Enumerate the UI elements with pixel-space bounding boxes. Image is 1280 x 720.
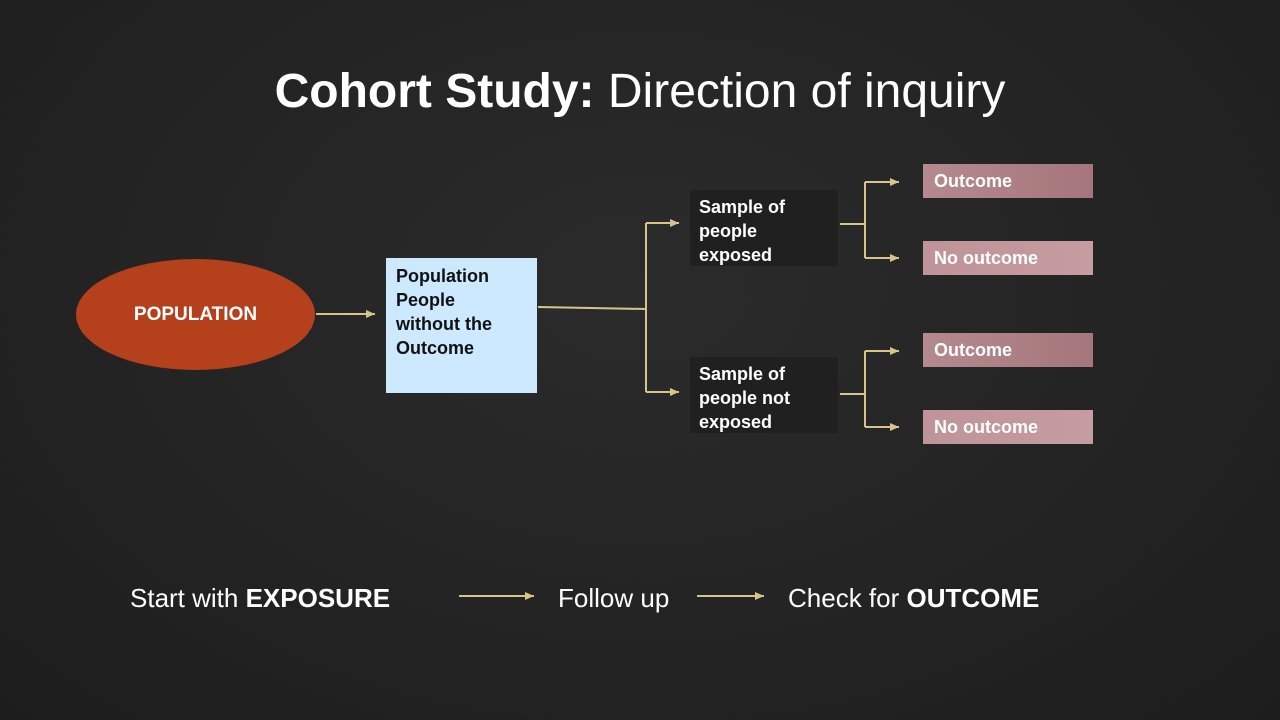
exposed-sample-line: people [699, 221, 758, 241]
exposed-sample-line: Sample of [699, 197, 786, 217]
footer-step1-bold: EXPOSURE [245, 583, 391, 613]
footer-step-exposure: Start with EXPOSURE [130, 582, 390, 614]
footer-step3-bold: OUTCOME [906, 583, 1040, 613]
footer-step3-prefix: Check for [788, 583, 907, 613]
connector-box-to-split [537, 306, 647, 310]
population-box-line: without the [396, 314, 492, 334]
no-outcome-label: No outcome [934, 247, 1039, 268]
unexposed-outcome-box: Outcome [923, 333, 1093, 367]
no-outcome-label: No outcome [934, 416, 1039, 437]
population-label: POPULATION [133, 303, 258, 325]
unexposed-sample-line: Sample of [699, 364, 786, 384]
population-without-outcome-box: Population People without the Outcome [386, 258, 537, 393]
exposed-sample-line: exposed [699, 245, 773, 265]
title-bold: Cohort Study: [274, 65, 595, 118]
population-box-line: People [396, 290, 456, 310]
exposed-outcome-box: Outcome [923, 164, 1093, 198]
population-box-line: Population [396, 266, 489, 286]
footer-step1-prefix: Start with [130, 583, 246, 613]
exposed-sample-box: Sample of people exposed [690, 190, 838, 266]
outcome-label: Outcome [934, 170, 1013, 191]
footer-step-follow-up: Follow up [558, 582, 669, 614]
footer-step2-text: Follow up [558, 583, 670, 613]
title-rest: Direction of inquiry [594, 65, 1006, 118]
slide-title: Cohort Study: Direction of inquiry [0, 62, 1280, 122]
outcome-label: Outcome [934, 339, 1013, 360]
unexposed-sample-line: exposed [699, 412, 773, 432]
exposed-no-outcome-box: No outcome [923, 241, 1093, 275]
population-ellipse: POPULATION [76, 259, 315, 370]
unexposed-sample-line: people not [699, 388, 790, 408]
population-box-line: Outcome [396, 338, 475, 358]
unexposed-sample-box: Sample of people not exposed [690, 357, 838, 433]
unexposed-no-outcome-box: No outcome [923, 410, 1093, 444]
footer-step-outcome: Check for OUTCOME [788, 582, 1039, 614]
